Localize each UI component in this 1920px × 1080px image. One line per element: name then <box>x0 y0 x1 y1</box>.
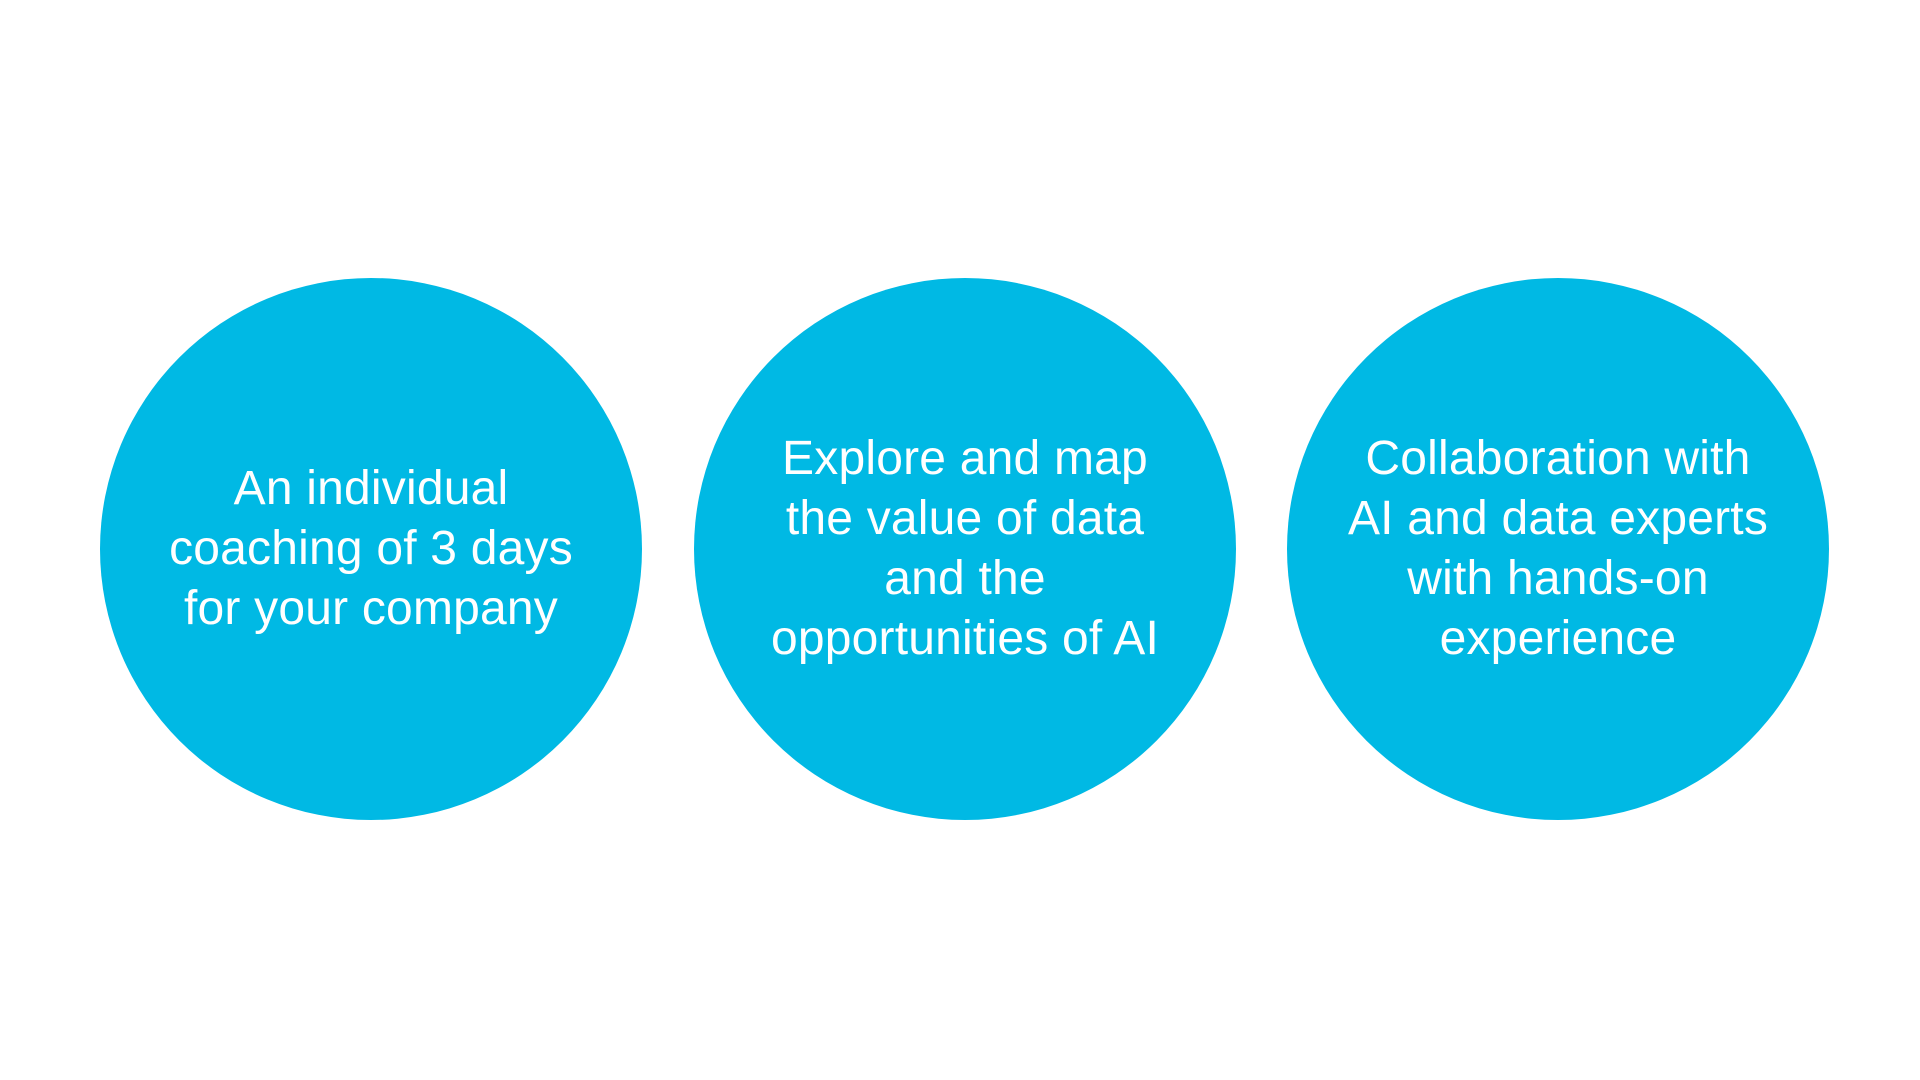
circle-line: coaching of 3 days <box>169 522 573 575</box>
circle-line: Collaboration with <box>1365 432 1751 485</box>
circle-text: Explore and map the value of data and th… <box>771 429 1159 669</box>
circle-collaboration-experts: Collaboration with AI and data experts w… <box>1287 278 1829 820</box>
circle-line: Explore and map <box>782 432 1148 485</box>
circle-line: for your company <box>183 582 559 635</box>
circle-explore-value-of-data: Explore and map the value of data and th… <box>694 278 1236 820</box>
circle-text: Collaboration with AI and data experts w… <box>1348 429 1768 669</box>
circle-line: opportunities of AI <box>770 612 1160 665</box>
circle-text: An individual coaching of 3 days for you… <box>169 459 573 639</box>
circle-individual-coaching: An individual coaching of 3 days for you… <box>100 278 642 820</box>
circle-line: the value of data <box>785 492 1145 545</box>
circle-line: An individual <box>233 462 509 515</box>
circle-line: AI and data experts <box>1347 492 1769 545</box>
circle-line: with hands-on <box>1407 552 1709 605</box>
circle-line: and the <box>884 552 1046 605</box>
circle-line: experience <box>1439 612 1677 665</box>
